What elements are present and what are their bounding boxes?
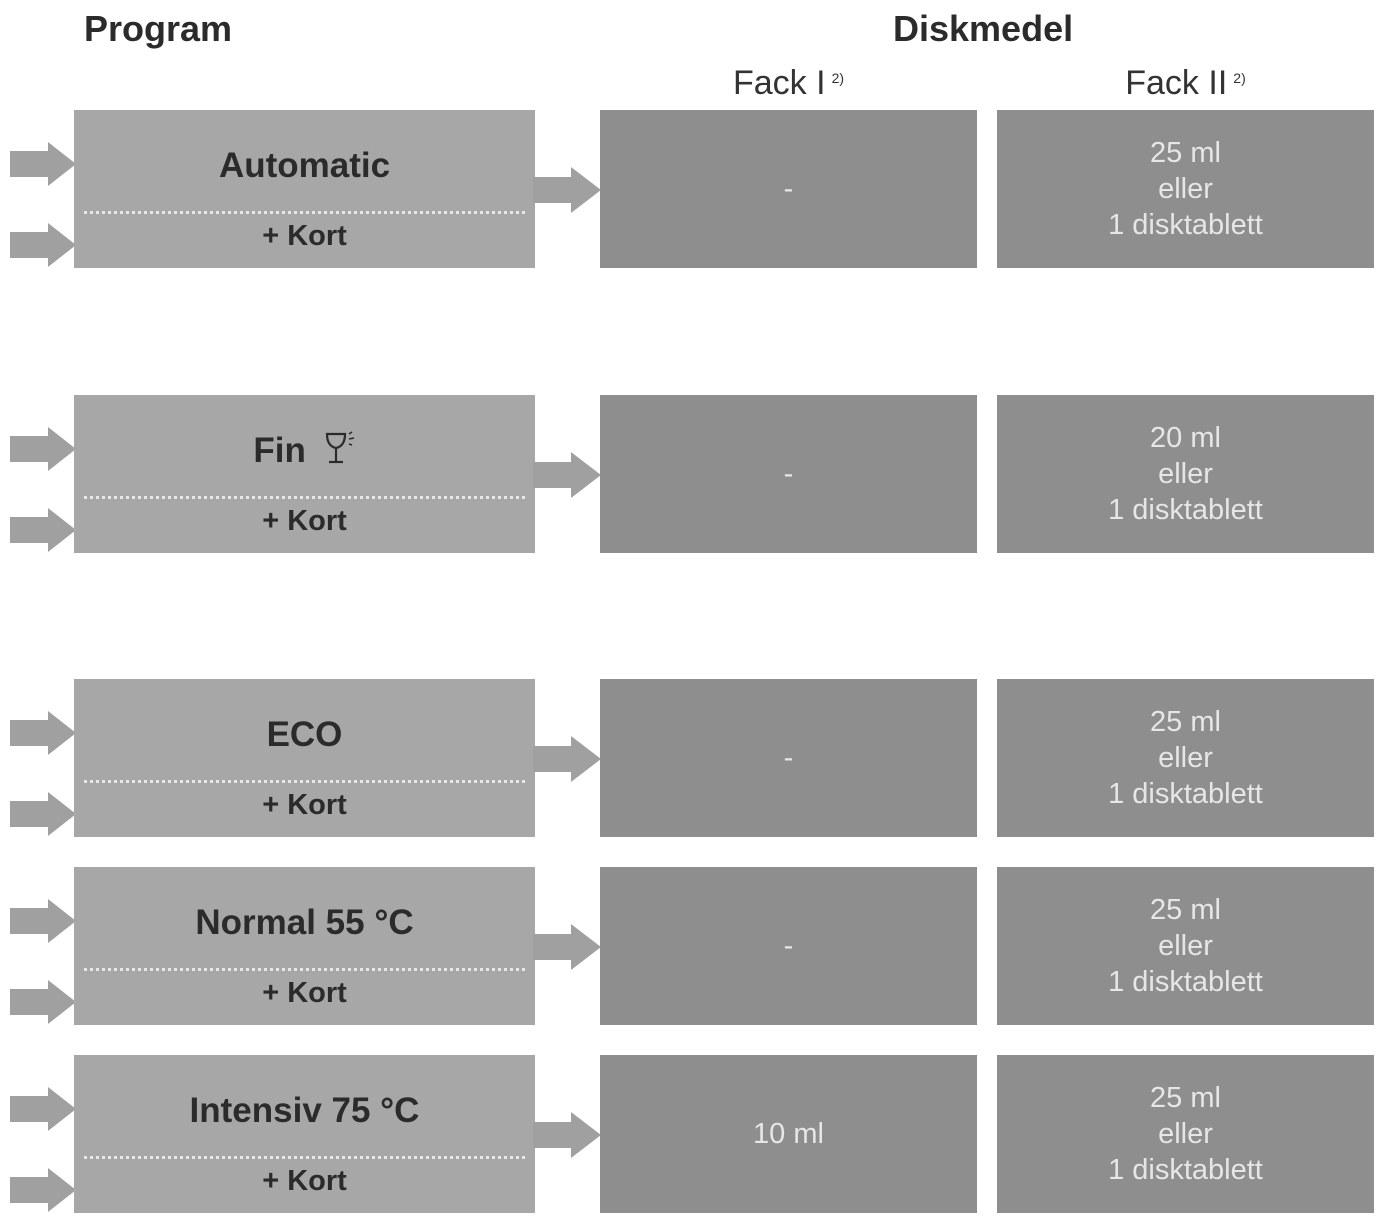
fack2-or: eller	[1158, 173, 1213, 205]
arrow-right-icon	[533, 1112, 601, 1158]
fack1-footnote: 2)	[831, 70, 845, 86]
fack1-value: -	[783, 930, 794, 962]
fack2-amount: 25 ml	[1150, 137, 1221, 169]
fack2-cell: 25 ml eller 1 disktablett	[997, 679, 1374, 837]
dotted-divider	[84, 211, 525, 214]
arrow-right-icon	[533, 924, 601, 970]
program-row-automatic: Automatic + Kort - 25 ml eller 1 disktab…	[0, 110, 1384, 268]
fack2-label: Fack II	[1125, 64, 1228, 102]
arrow-right-icon	[533, 452, 601, 498]
fack2-heading: Fack II 2)	[997, 64, 1374, 103]
arrow-right-icon	[533, 736, 601, 782]
arrow-right-icon	[533, 167, 601, 213]
dotted-divider	[84, 496, 525, 499]
arrow-right-icon	[10, 142, 76, 186]
program-name: Normal 55 °C	[195, 903, 414, 942]
program-row-eco: ECO + Kort - 25 ml eller 1 disktablett	[0, 679, 1384, 837]
fack1-label: Fack I	[732, 64, 826, 102]
fack2-or: eller	[1158, 930, 1213, 962]
fack2-tablet: 1 disktablett	[1108, 1154, 1263, 1186]
fack1-cell: -	[600, 110, 977, 268]
fack2-cell: 20 ml eller 1 disktablett	[997, 395, 1374, 553]
arrow-right-icon	[10, 711, 76, 755]
arrow-right-icon	[10, 899, 76, 943]
dotted-divider	[84, 780, 525, 783]
fack2-amount: 25 ml	[1150, 894, 1221, 926]
program-row-intensiv: Intensiv 75 °C + Kort 10 ml 25 ml eller …	[0, 1055, 1384, 1213]
kort-option: + Kort	[262, 505, 347, 537]
fack2-cell: 25 ml eller 1 disktablett	[997, 1055, 1374, 1213]
kort-option: + Kort	[262, 1165, 347, 1197]
program-box: Fin + Kort	[74, 395, 535, 553]
arrow-right-icon	[10, 1168, 76, 1212]
program-box: Automatic + Kort	[74, 110, 535, 268]
fack1-cell: -	[600, 679, 977, 837]
program-box: Intensiv 75 °C + Kort	[74, 1055, 535, 1213]
dotted-divider	[84, 1156, 525, 1159]
fack2-cell: 25 ml eller 1 disktablett	[997, 110, 1374, 268]
program-row-fin: Fin + Kort - 20 ml eller 1 disktablett	[0, 395, 1384, 553]
program-name: Automatic	[218, 146, 391, 185]
fack2-amount: 25 ml	[1150, 1082, 1221, 1114]
arrow-right-icon	[10, 1087, 76, 1131]
diskmedel-heading: Diskmedel	[893, 8, 1074, 49]
fack2-footnote: 2)	[1233, 70, 1246, 86]
wine-glass-icon	[325, 431, 354, 463]
fack1-value: 10 ml	[753, 1118, 824, 1150]
arrow-right-icon	[10, 427, 76, 471]
program-name: Fin	[253, 431, 306, 470]
kort-option: + Kort	[262, 220, 347, 252]
fack2-or: eller	[1158, 1118, 1213, 1150]
program-name-wrap: Fin	[74, 431, 535, 471]
fack1-cell: -	[600, 867, 977, 1025]
fack2-tablet: 1 disktablett	[1108, 966, 1263, 998]
fack2-amount: 20 ml	[1150, 422, 1221, 454]
fack1-cell: -	[600, 395, 977, 553]
fack2-cell: 25 ml eller 1 disktablett	[997, 867, 1374, 1025]
program-box: Normal 55 °C + Kort	[74, 867, 535, 1025]
program-heading: Program	[84, 8, 233, 49]
fack2-amount: 25 ml	[1150, 706, 1221, 738]
fack2-or: eller	[1158, 458, 1213, 490]
arrow-right-icon	[10, 508, 76, 552]
program-name: ECO	[266, 715, 343, 754]
fack2-tablet: 1 disktablett	[1108, 778, 1263, 810]
fack2-tablet: 1 disktablett	[1108, 209, 1263, 241]
kort-option: + Kort	[262, 789, 347, 821]
fack1-value: -	[783, 458, 794, 490]
fack1-value: -	[783, 742, 794, 774]
fack2-or: eller	[1158, 742, 1213, 774]
fack2-tablet: 1 disktablett	[1108, 494, 1263, 526]
program-box: ECO + Kort	[74, 679, 535, 837]
arrow-right-icon	[10, 223, 76, 267]
arrow-right-icon	[10, 980, 76, 1024]
program-name: Intensiv 75 °C	[189, 1091, 420, 1130]
program-row-normal: Normal 55 °C + Kort - 25 ml eller 1 disk…	[0, 867, 1384, 1025]
dotted-divider	[84, 968, 525, 971]
fack1-value: -	[783, 173, 794, 205]
arrow-right-icon	[10, 792, 76, 836]
fack1-heading: Fack I 2)	[600, 64, 977, 103]
kort-option: + Kort	[262, 977, 347, 1009]
fack1-cell: 10 ml	[600, 1055, 977, 1213]
